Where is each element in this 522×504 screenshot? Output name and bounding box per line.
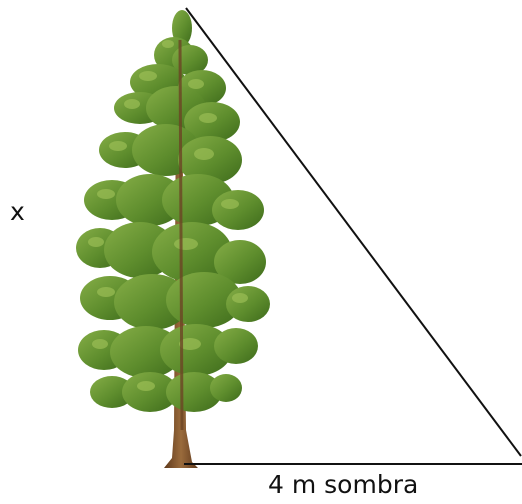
tree-illustration — [76, 10, 270, 468]
tree-foliage — [76, 10, 270, 412]
sun-ray-line — [185, 7, 522, 457]
height-label: x — [10, 197, 25, 226]
shadow-length-label: 4 m sombra — [268, 470, 419, 499]
tree-trunk-line — [178, 39, 184, 431]
